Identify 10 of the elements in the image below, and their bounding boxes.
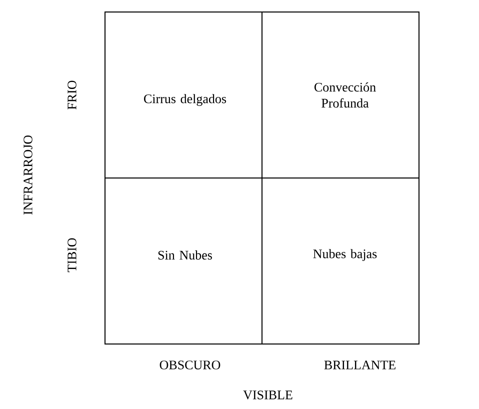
quadrant-cell: Sin Nubes xyxy=(104,178,262,344)
axis-title: INFRARROJO xyxy=(24,135,32,215)
quadrant-cell: Convección Profunda xyxy=(262,12,420,178)
column-label: BRILLANTE xyxy=(324,360,396,370)
quadrant-cell: Nubes bajas xyxy=(262,178,420,344)
column-label: OBSCURO xyxy=(160,360,220,370)
row-label: TIBIO xyxy=(68,238,76,272)
axis-title: VISIBLE xyxy=(243,390,292,400)
quadrant-cell: Cirrus delgados xyxy=(104,12,262,178)
row-label: FRIO xyxy=(68,80,76,110)
